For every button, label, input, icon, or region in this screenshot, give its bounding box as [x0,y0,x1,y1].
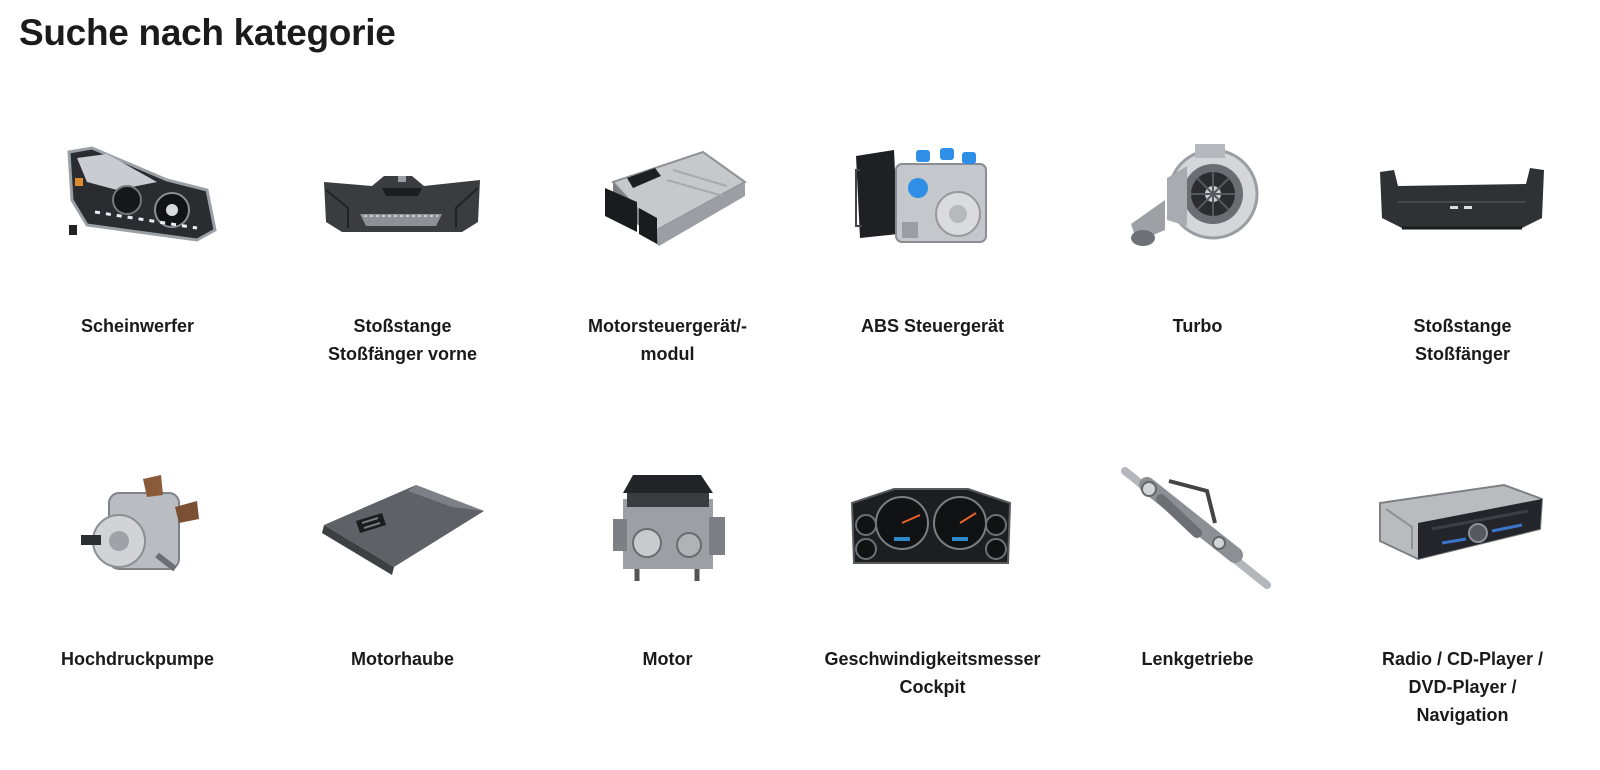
category-label-line: Lenkgetriebe [1141,649,1254,669]
category-label[interactable]: Turbo [1065,312,1330,340]
ecu-module-icon [605,150,747,246]
category-image[interactable] [577,463,755,593]
category-label-line: modul [640,344,695,364]
category-image[interactable] [842,463,1020,593]
category-label-line: DVD-Player / [1408,677,1517,697]
category-image[interactable] [312,463,490,593]
category-label[interactable]: Hochdruckpumpe [5,645,270,673]
category-label[interactable]: Motorhaube [270,645,535,673]
category-label-line: Stoßstange [1413,316,1512,336]
category-label-line: Turbo [1172,316,1223,336]
steering-gear-icon [1121,467,1271,589]
category-label-line: Stoßfänger vorne [327,344,478,364]
category-image[interactable] [577,130,755,260]
category-card[interactable]: Stoßstange Stoßfänger vorne [270,110,535,443]
category-card[interactable]: Scheinwerfer [5,110,270,443]
category-card[interactable]: Motorhaube [270,443,535,753]
category-label-line: Motorhaube [351,649,454,669]
category-image[interactable] [1107,463,1285,593]
rear-bumper-icon [1380,168,1544,230]
category-label-line: Motorsteuergerät/- [587,316,748,336]
category-label-line: Radio / CD-Player / [1381,649,1544,669]
category-image[interactable] [47,463,225,593]
category-label-line: ABS Steuergerät [860,316,1005,336]
category-card[interactable]: Motorsteuergerät/- modul [535,110,800,443]
category-label-line: Geschwindigkeitsmesser [824,649,1041,669]
category-label-line: Motor [642,649,693,669]
category-image[interactable] [47,130,225,260]
page-title: Suche nach kategorie [19,12,396,53]
category-label-line: Stoßfänger [1414,344,1510,364]
category-label[interactable]: Lenkgetriebe [1065,645,1330,673]
category-label[interactable]: Scheinwerfer [5,312,270,340]
category-label[interactable]: Motor [535,645,800,673]
abs-unit-icon [855,148,987,243]
speedometer-cluster-icon [850,488,1012,564]
front-bumper-icon [324,176,480,232]
category-label[interactable]: Stoßstange Stoßfänger vorne [270,312,535,368]
category-image[interactable] [1372,463,1550,593]
category-card[interactable]: Radio / CD-Player / DVD-Player / Navigat… [1330,443,1595,753]
category-label-line: Stoßstange [353,316,452,336]
category-label-line: Hochdruckpumpe [60,649,215,669]
category-label[interactable]: Radio / CD-Player / DVD-Player / Navigat… [1330,645,1595,729]
category-card[interactable]: Geschwindigkeitsmesser Cockpit [800,443,1065,753]
category-label-line: Scheinwerfer [80,316,195,336]
category-card[interactable]: Stoßstange Stoßfänger [1330,110,1595,443]
category-label[interactable]: Motorsteuergerät/- modul [535,312,800,368]
category-label-line: Navigation [1416,705,1509,725]
category-card[interactable]: ABS Steuergerät [800,110,1065,443]
category-label[interactable]: Stoßstange Stoßfänger [1330,312,1595,368]
category-image[interactable] [1107,130,1285,260]
headlight-icon [67,146,217,242]
category-image[interactable] [842,130,1020,260]
category-label[interactable]: Geschwindigkeitsmesser Cockpit [800,645,1065,701]
category-card[interactable]: Turbo [1065,110,1330,443]
hood-icon [322,485,484,575]
category-grid: Scheinwerfer Stoßstange Stoßfänger vorne [5,110,1595,753]
category-image[interactable] [1372,130,1550,260]
category-card[interactable]: Motor [535,443,800,753]
category-card[interactable]: Hochdruckpumpe [5,443,270,753]
category-label-line: Cockpit [899,677,966,697]
engine-icon [613,475,725,581]
car-radio-icon [1379,483,1544,561]
high-pressure-pump-icon [81,475,199,572]
category-card[interactable]: Lenkgetriebe [1065,443,1330,753]
category-label[interactable]: ABS Steuergerät [800,312,1065,340]
turbo-icon [1131,144,1259,246]
category-image[interactable] [312,130,490,260]
